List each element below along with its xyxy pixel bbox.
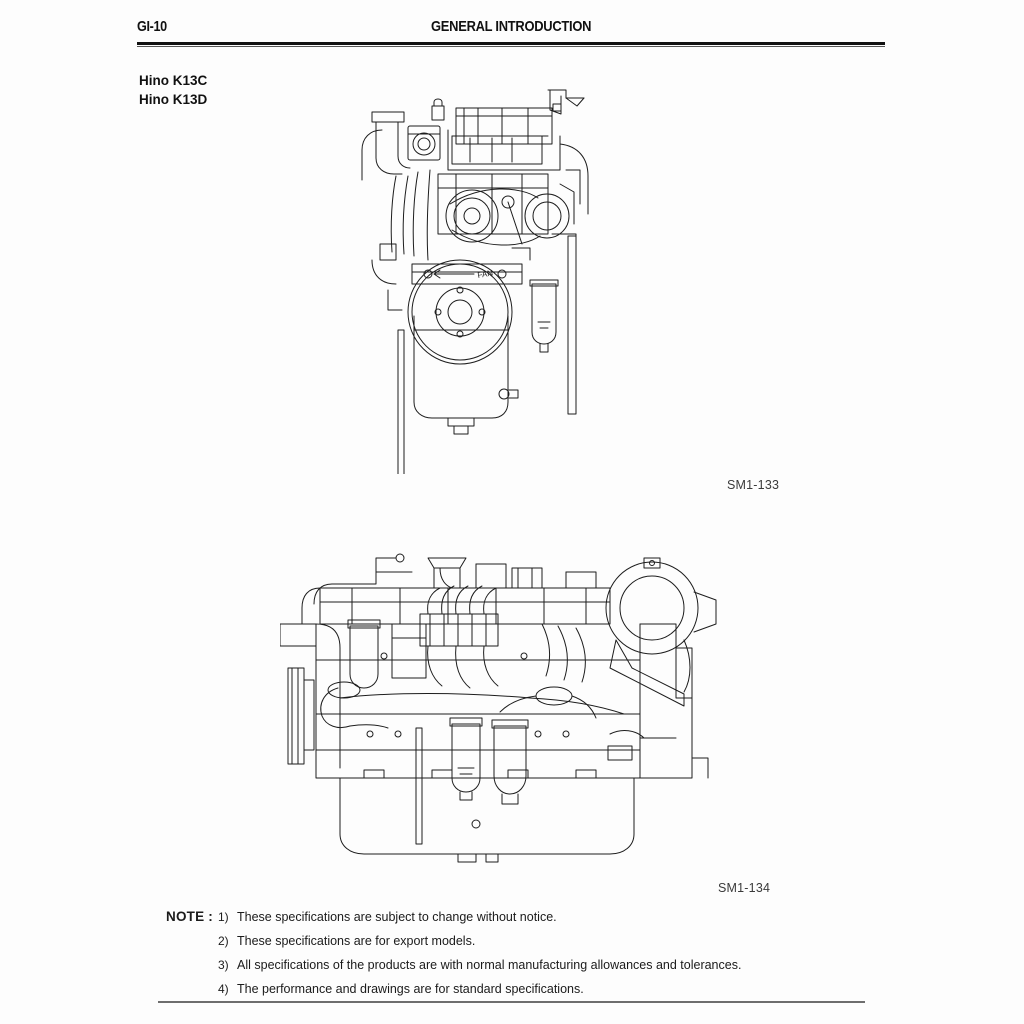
header-rule-thick xyxy=(137,42,885,45)
footer-rule xyxy=(158,1001,865,1003)
note-item: 2) These specifications are for export m… xyxy=(166,932,866,956)
note-item: NOTE : 1) These specifications are subje… xyxy=(166,908,866,932)
fan-label: FAN xyxy=(477,268,494,280)
note-item-text: The performance and drawings are for sta… xyxy=(237,982,584,996)
model-label-k13c: Hino K13C xyxy=(139,73,208,88)
note-item-number: 2) xyxy=(218,934,229,948)
engine-front-view-figure: FAN xyxy=(352,84,612,474)
engine-side-view-figure xyxy=(280,528,732,868)
note-item-number: 3) xyxy=(218,958,229,972)
engine-front-linework: FAN xyxy=(361,89,589,474)
note-block: NOTE : 1) These specifications are subje… xyxy=(166,908,866,1004)
note-item-text: These specifications are for export mode… xyxy=(237,934,476,948)
page-number: GI-10 xyxy=(137,18,167,35)
header-rule-thin xyxy=(137,46,885,47)
page-header: GI-10 GENERAL INTRODUCTION xyxy=(137,18,885,42)
engine-side-linework xyxy=(280,553,717,863)
figure-caption-sm1-133: SM1-133 xyxy=(727,478,780,492)
figure-caption-sm1-134: SM1-134 xyxy=(718,881,771,895)
note-item-number: 4) xyxy=(218,982,229,996)
note-item-number: 1) xyxy=(218,910,229,924)
model-label-k13d: Hino K13D xyxy=(139,92,208,107)
note-item: 3) All specifications of the products ar… xyxy=(166,956,866,980)
note-item: 4) The performance and drawings are for … xyxy=(166,980,866,1004)
note-item-text: All specifications of the products are w… xyxy=(237,958,742,972)
note-item-text: These specifications are subject to chan… xyxy=(237,910,557,924)
note-label: NOTE : xyxy=(166,909,213,924)
engine-model-labels: Hino K13C Hino K13D xyxy=(139,71,207,109)
page-title: GENERAL INTRODUCTION xyxy=(430,18,592,35)
